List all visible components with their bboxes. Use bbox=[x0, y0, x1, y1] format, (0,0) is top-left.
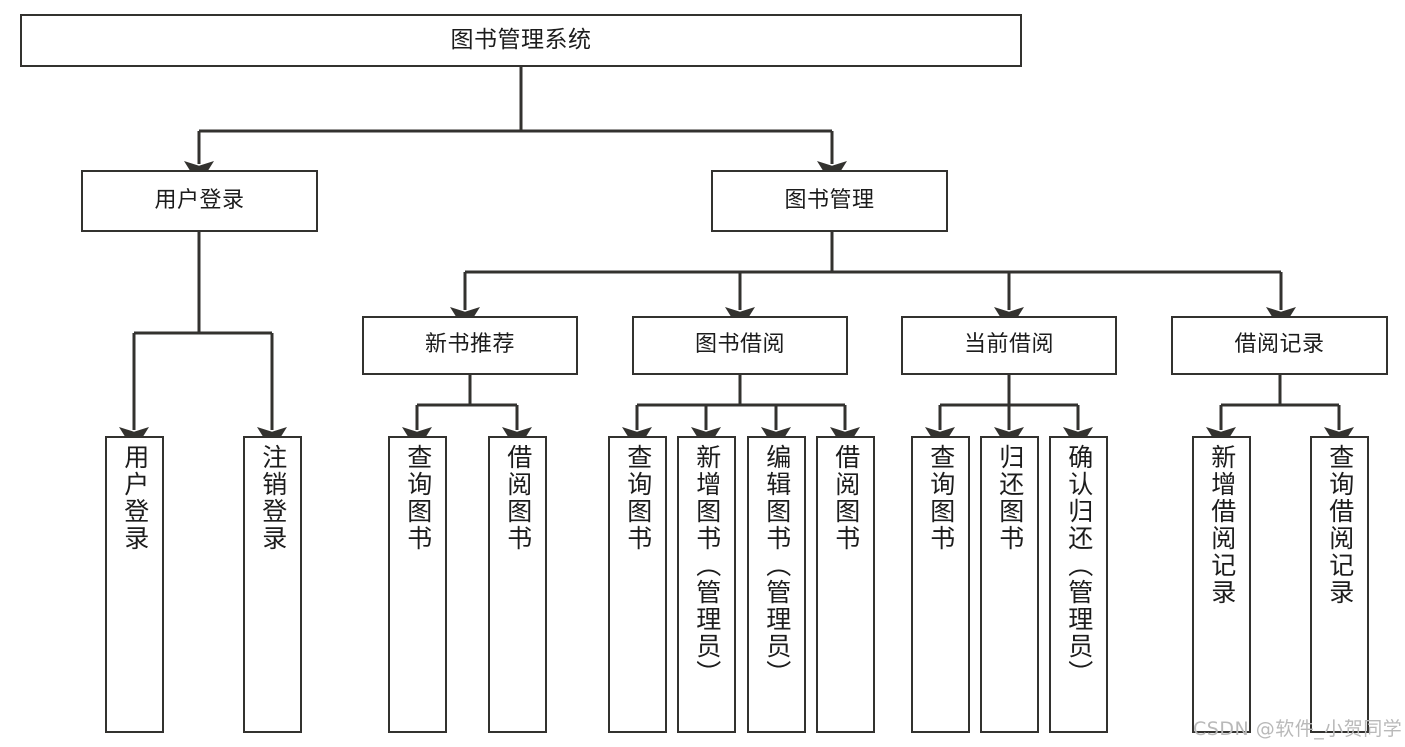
leaf-query-borrow-record[interactable]: 查询借阅记录 bbox=[1310, 436, 1369, 733]
csdn-watermark: CSDN @软件_小贺同学 bbox=[1193, 718, 1403, 740]
node-label: 借阅记录 bbox=[1234, 332, 1325, 358]
node-user-login[interactable]: 用户登录 bbox=[81, 170, 318, 232]
node-label: 新增借阅记录 bbox=[1207, 444, 1237, 606]
leaf-logout[interactable]: 注销登录 bbox=[243, 436, 302, 733]
node-current-borrow[interactable]: 当前借阅 bbox=[901, 316, 1117, 375]
node-label: 确认归还（管理员） bbox=[1064, 444, 1094, 687]
node-borrow-record[interactable]: 借阅记录 bbox=[1171, 316, 1388, 375]
node-label: 编辑图书（管理员） bbox=[762, 444, 792, 687]
node-label: 注销登录 bbox=[258, 444, 288, 552]
leaf-return-book[interactable]: 归还图书 bbox=[980, 436, 1039, 733]
node-label: 用户登录 bbox=[154, 187, 245, 213]
leaf-query-book-current[interactable]: 查询图书 bbox=[911, 436, 970, 733]
node-root-book-management-system[interactable]: 图书管理系统 bbox=[20, 14, 1022, 67]
node-label: 图书借阅 bbox=[694, 332, 785, 358]
leaf-add-borrow-record[interactable]: 新增借阅记录 bbox=[1192, 436, 1251, 733]
node-book-management[interactable]: 图书管理 bbox=[711, 170, 948, 232]
node-label: 查询借阅记录 bbox=[1325, 444, 1355, 606]
leaf-borrow-book[interactable]: 借阅图书 bbox=[816, 436, 875, 733]
node-book-borrow[interactable]: 图书借阅 bbox=[632, 316, 848, 375]
leaf-query-book-borrow[interactable]: 查询图书 bbox=[608, 436, 667, 733]
node-new-book-recommend[interactable]: 新书推荐 bbox=[362, 316, 578, 375]
node-label: 图书管理系统 bbox=[450, 26, 592, 53]
leaf-borrow-book-recommend[interactable]: 借阅图书 bbox=[488, 436, 547, 733]
node-label: 用户登录 bbox=[120, 444, 150, 552]
leaf-add-book-admin[interactable]: 新增图书（管理员） bbox=[677, 436, 736, 733]
node-label: 查询图书 bbox=[926, 444, 956, 552]
node-label: 当前借阅 bbox=[963, 332, 1054, 358]
node-label: 查询图书 bbox=[403, 444, 433, 552]
leaf-edit-book-admin[interactable]: 编辑图书（管理员） bbox=[747, 436, 806, 733]
node-label: 查询图书 bbox=[623, 444, 653, 552]
leaf-user-login[interactable]: 用户登录 bbox=[105, 436, 164, 733]
node-label: 借阅图书 bbox=[831, 444, 861, 552]
node-label: 归还图书 bbox=[995, 444, 1025, 552]
node-label: 图书管理 bbox=[784, 187, 875, 213]
leaf-confirm-return-admin[interactable]: 确认归还（管理员） bbox=[1049, 436, 1108, 733]
node-label: 借阅图书 bbox=[503, 444, 533, 552]
leaf-query-book-recommend[interactable]: 查询图书 bbox=[388, 436, 447, 733]
node-label: 新书推荐 bbox=[424, 332, 515, 358]
node-label: 新增图书（管理员） bbox=[692, 444, 722, 687]
